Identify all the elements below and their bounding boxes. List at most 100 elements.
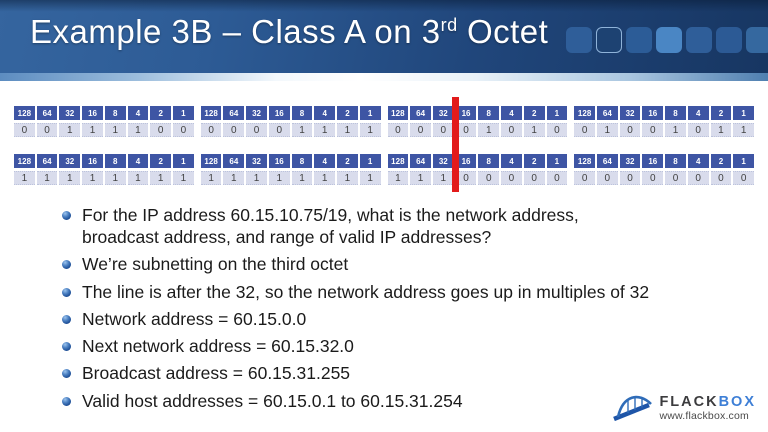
bit-value-cell: 0 — [574, 171, 595, 185]
bit-value-cell: 0 — [173, 123, 194, 137]
bit-weight-cell: 8 — [478, 154, 500, 168]
bit-value-cell: 0 — [150, 123, 172, 137]
bit-value-cell: 1 — [127, 123, 149, 137]
bit-value-cell: 1 — [59, 171, 81, 185]
bit-value-cell: 0 — [687, 123, 709, 137]
bit-value-cell: 0 — [687, 171, 709, 185]
bit-value-cell: 0 — [665, 171, 686, 185]
bit-weight-cell: 1 — [733, 154, 754, 168]
bit-weight-cell: 1 — [173, 106, 194, 120]
bit-value-cell: 0 — [14, 123, 35, 137]
bit-value-cell: 1 — [291, 123, 313, 137]
bit-value-cell: 1 — [82, 123, 103, 137]
bit-value-cell: 0 — [455, 123, 477, 137]
bit-weight-cell: 8 — [291, 106, 313, 120]
bit-weight-cell: 16 — [642, 106, 664, 120]
bit-value-cell: 1 — [410, 171, 431, 185]
bit-weight-cell: 2 — [337, 106, 358, 120]
bit-weight-cell: 32 — [246, 106, 267, 120]
bullet-text: Next network address = 60.15.32.0 — [82, 336, 354, 357]
bullet-item-5: Next network address = 60.15.32.0 — [62, 335, 768, 357]
bullet-item-7: Valid host addresses = 60.15.0.1 to 60.1… — [62, 390, 768, 412]
flackbox-logo: FLACKBOX www.flackbox.com — [613, 391, 756, 426]
bit-value-cell: 0 — [410, 123, 431, 137]
bit-weight-cell: 4 — [127, 154, 149, 168]
bit-value-cell: 0 — [246, 123, 267, 137]
bit-value-cell: 1 — [314, 123, 336, 137]
bit-weight-cell: 32 — [59, 154, 81, 168]
bit-value-cell: 1 — [127, 171, 149, 185]
bit-weight-cell: 4 — [501, 154, 522, 168]
bit-weight-cell: 128 — [200, 154, 222, 168]
brand-first: FLACK — [659, 394, 719, 411]
bullet-sphere-icon — [62, 260, 71, 270]
bullet-list: For the IP address 60.15.10.75/19, what … — [0, 204, 768, 412]
bit-weight-cell: 32 — [432, 106, 454, 120]
bit-weight-cell: 8 — [104, 154, 126, 168]
bit-value-cell: 0 — [223, 123, 245, 137]
bit-value-cell: 1 — [665, 123, 686, 137]
bit-weight-cell: 128 — [200, 106, 222, 120]
bit-value-cell: 0 — [501, 123, 522, 137]
bullet-item-6: Broadcast address = 60.15.31.255 — [62, 362, 768, 384]
bit-value-cell: 1 — [291, 171, 313, 185]
bit-value-cell: 0 — [432, 123, 454, 137]
bit-weight-cell: 4 — [314, 106, 336, 120]
bit-weight-cell: 16 — [268, 106, 290, 120]
bit-value-cell: 1 — [36, 171, 58, 185]
bullet-text: The line is after the 32, so the network… — [82, 281, 650, 302]
bit-value-cell: 0 — [642, 123, 664, 137]
bit-weight-cell: 8 — [665, 154, 686, 168]
bit-weight-cell: 16 — [82, 106, 103, 120]
bit-value-cell: 1 — [523, 123, 545, 137]
bit-value-cell: 0 — [619, 123, 641, 137]
bit-weight-cell: 128 — [574, 154, 595, 168]
bit-value-cell: 0 — [546, 171, 568, 185]
bit-value-cell: 1 — [432, 171, 454, 185]
bit-weight-cell: 8 — [478, 106, 500, 120]
bit-weight-cell: 16 — [82, 154, 103, 168]
bit-weight-cell: 2 — [337, 154, 358, 168]
bit-value-cell: 0 — [501, 171, 522, 185]
logo-url: www.flackbox.com — [659, 409, 749, 422]
page-title-tail: Octet — [466, 13, 549, 50]
decorative-square-6 — [716, 27, 742, 53]
decorative-square-4 — [656, 27, 682, 53]
bit-weight-cell: 64 — [596, 154, 618, 168]
bit-weight-cell: 64 — [223, 154, 245, 168]
bit-weight-cell: 1 — [546, 106, 568, 120]
bit-weight-cell: 8 — [665, 106, 686, 120]
bit-weight-cell: 8 — [291, 154, 313, 168]
bullet-text: Broadcast address = 60.15.31.255 — [82, 363, 351, 384]
decorative-square-2 — [596, 27, 622, 53]
bit-value-cell: 0 — [619, 171, 641, 185]
bit-value-cell: 0 — [455, 171, 477, 185]
bit-value-cell: 0 — [200, 123, 222, 137]
bit-weight-cell: 1 — [359, 106, 381, 120]
bullet-text: Valid host addresses = 60.15.0.1 to 60.1… — [82, 390, 463, 411]
bit-weight-cell: 2 — [710, 154, 732, 168]
bit-weight-cell: 32 — [246, 154, 267, 168]
logo-text: FLACKBOX www.flackbox.com — [659, 395, 756, 421]
bit-weight-cell: 16 — [455, 154, 477, 168]
bullet-sphere-icon — [62, 369, 71, 379]
bullet-sphere-icon — [62, 287, 71, 297]
bit-value-cell: 0 — [642, 171, 664, 185]
page-title-main: Example 3B – Class A on 3 — [30, 13, 441, 50]
